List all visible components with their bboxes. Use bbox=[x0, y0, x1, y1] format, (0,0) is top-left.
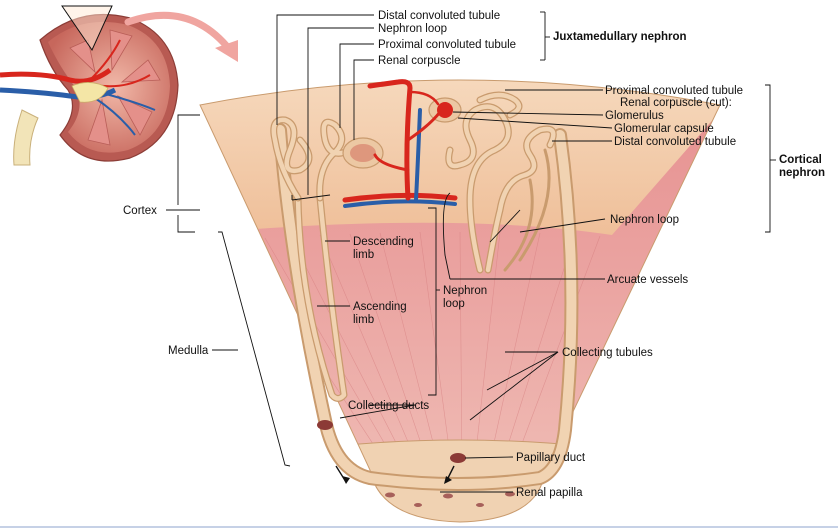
label-papillary-duct: Papillary duct bbox=[516, 452, 586, 464]
label-nephron-mid-2: loop bbox=[443, 298, 465, 310]
selection-wedge-inset bbox=[61, 5, 113, 52]
zoom-arrow-head bbox=[215, 40, 238, 62]
zoom-arrow bbox=[124, 11, 234, 54]
kidney-inset bbox=[0, 5, 238, 166]
kidney-vessels bbox=[0, 39, 156, 136]
arcuate-artery bbox=[342, 192, 458, 203]
label-renal-corpuscle-cut: Renal corpuscle (cut): bbox=[620, 97, 732, 109]
papillary-duct-opening-right bbox=[450, 453, 466, 463]
label-distal-convoluted-tubule-right: Distal convoluted tubule bbox=[614, 136, 736, 148]
label-distal-convoluted-tubule-top: Distal convoluted tubule bbox=[378, 10, 500, 22]
label-collecting-tubules: Collecting tubules bbox=[562, 347, 653, 359]
label-arcuate-vessels: Arcuate vessels bbox=[607, 274, 688, 286]
label-descending-limb-1: Descending bbox=[353, 236, 414, 248]
blood-vessels bbox=[342, 79, 458, 208]
label-ascending-limb-2: limb bbox=[353, 314, 374, 326]
papilla-pores bbox=[385, 491, 515, 507]
ureter bbox=[13, 109, 39, 166]
label-nephron-mid-1: Nephron bbox=[443, 285, 487, 297]
labels: Distal convoluted tubule Nephron loop Pr… bbox=[123, 10, 825, 499]
label-glomerulus: Glomerulus bbox=[605, 110, 664, 122]
label-medulla: Medulla bbox=[168, 345, 209, 357]
label-glomerular-capsule: Glomerular capsule bbox=[614, 123, 714, 135]
papillary-duct-opening-left bbox=[317, 420, 333, 430]
label-proximal-convoluted-tubule-right: Proximal convoluted tubule bbox=[605, 85, 743, 97]
label-nephron-loop-right: Nephron loop bbox=[610, 214, 679, 226]
label-collecting-ducts: Collecting ducts bbox=[348, 400, 429, 412]
kidney-pyramids bbox=[69, 29, 161, 146]
label-cortical: Cortical bbox=[779, 154, 822, 166]
label-renal-papilla: Renal papilla bbox=[516, 487, 583, 499]
kidney-pelvis bbox=[71, 82, 109, 103]
label-juxtamedullary-nephron: Juxtamedullary nephron bbox=[553, 31, 687, 43]
label-ascending-limb-1: Ascending bbox=[353, 301, 407, 313]
collecting-duct-structure bbox=[273, 123, 579, 491]
label-renal-corpuscle-top: Renal corpuscle bbox=[378, 55, 460, 67]
juxtamedullary-nephron bbox=[270, 116, 384, 402]
arcuate-vein bbox=[343, 199, 457, 208]
label-nephron-loop-top: Nephron loop bbox=[378, 23, 447, 35]
interlobular-vein bbox=[414, 108, 422, 202]
leader-lines bbox=[166, 11, 776, 493]
label-cortex: Cortex bbox=[123, 205, 157, 217]
label-descending-limb-2: limb bbox=[353, 249, 374, 261]
label-nephron: nephron bbox=[779, 167, 825, 179]
label-proximal-convoluted-tubule-top: Proximal convoluted tubule bbox=[378, 39, 516, 51]
glomerulus-shape bbox=[437, 102, 453, 118]
